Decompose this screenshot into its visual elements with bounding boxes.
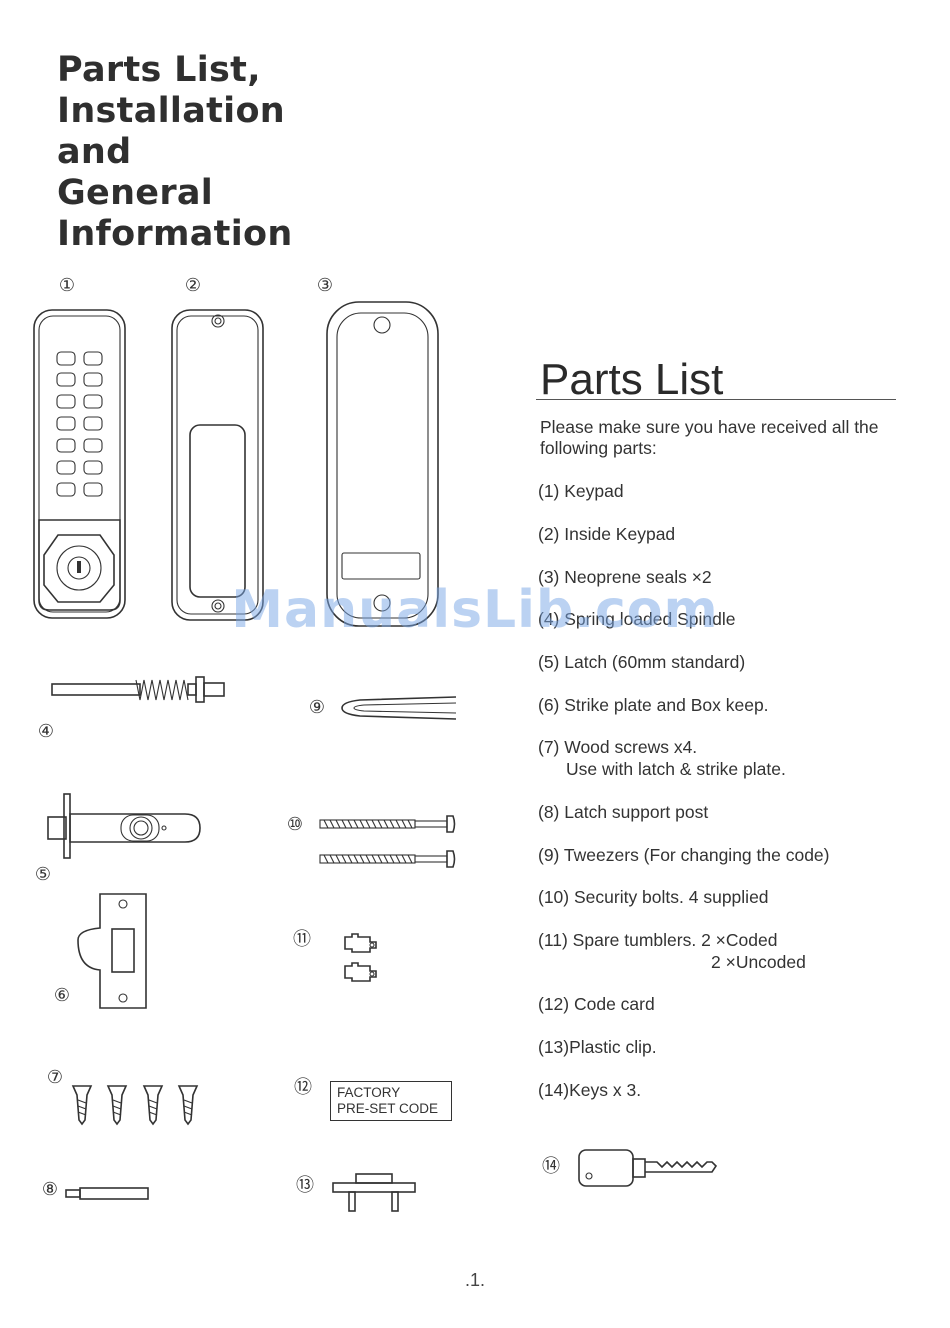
neoprene-seal-illustration [326, 301, 439, 627]
parts-list-item: (3) Neoprene seals ×2 [538, 567, 712, 587]
tweezers-illustration [341, 696, 457, 720]
parts-list-item: (13)Plastic clip. [538, 1037, 657, 1057]
watermark: ManualsLib.com [231, 580, 719, 640]
figure-number-2: ② [184, 275, 202, 296]
parts-list-item: (1) Keypad [538, 481, 624, 501]
page-title: Parts List, Installation and General Inf… [57, 50, 293, 254]
parts-list-item: (6) Strike plate and Box keep. [538, 695, 769, 715]
wood-screws-illustration [71, 1085, 199, 1126]
figure-number-14: ⑭ [542, 1156, 560, 1177]
figure-number-13: ⑬ [296, 1175, 314, 1196]
parts-list-item: (12) Code card [538, 994, 655, 1014]
page-number: .1. [464, 1270, 485, 1290]
strike-plate-illustration [77, 893, 147, 1009]
figure-number-5: ⑤ [34, 864, 52, 885]
latch-illustration [47, 793, 201, 859]
parts-list-item: (5) Latch (60mm standard) [538, 652, 746, 672]
figure-number-7: ⑦ [46, 1067, 64, 1088]
figure-number-6: ⑥ [53, 985, 71, 1006]
parts-list-item: (4) Spring loaded Spindle [538, 609, 736, 629]
parts-list-item: (14)Keys x 3. [538, 1080, 642, 1100]
figure-number-8: ⑧ [41, 1179, 59, 1200]
figure-number-3: ③ [316, 275, 334, 296]
figure-number-11: ⑪ [293, 929, 311, 950]
heading-divider [536, 399, 896, 400]
code-card-line-1: FACTORY [337, 1085, 401, 1100]
figure-number-1: ① [58, 275, 76, 296]
support-post-illustration [65, 1187, 149, 1200]
inside-keypad-illustration [171, 309, 264, 621]
parts-list-heading: Parts List [540, 355, 724, 404]
parts-list-intro: Please make sure you have received all t… [540, 417, 879, 458]
parts-list-item: (8) Latch support post [538, 802, 709, 822]
code-card: FACTORY PRE-SET CODE [330, 1081, 452, 1121]
parts-list-item: (2) Inside Keypad [538, 524, 676, 544]
parts-list-item: (7) Wood screws x4. Use with latch & str… [538, 737, 786, 779]
spindle-illustration [51, 676, 225, 703]
key-illustration [578, 1149, 718, 1187]
plastic-clip-illustration [332, 1173, 416, 1212]
figure-number-9: ⑨ [308, 697, 326, 718]
parts-list-item: (10) Security bolts. 4 supplied [538, 887, 769, 907]
security-bolts-illustration [319, 815, 456, 868]
keypad-illustration [33, 309, 126, 619]
parts-list-item: (11) Spare tumblers. 2 ×Coded 2 ×Uncoded [538, 930, 806, 972]
spare-tumblers-illustration [344, 933, 377, 982]
parts-list-item: (9) Tweezers (For changing the code) [538, 845, 830, 865]
figure-number-10: ⑩ [286, 814, 304, 835]
figure-number-12: ⑫ [294, 1077, 312, 1098]
figure-number-4: ④ [37, 721, 55, 742]
code-card-line-2: PRE-SET CODE [337, 1101, 439, 1116]
